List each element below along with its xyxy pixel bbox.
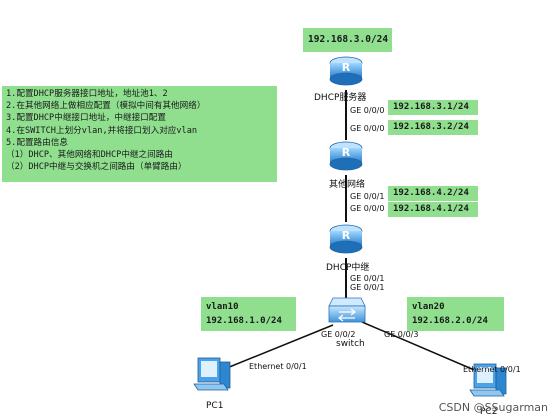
port-label: GE 0/0/0 xyxy=(350,124,384,133)
port-label: GE 0/0/1 xyxy=(350,192,384,201)
note-line: 3.配置DHCP中继接口地址，中继接口配置 xyxy=(6,113,166,124)
note-line: 4.在SWITCH上划分vlan,并将接口划入对应vlan xyxy=(6,125,198,136)
svg-text:R: R xyxy=(342,61,351,74)
config-steps-note: 1.配置DHCP服务器接口地址，地址池1、2 2.在其他网络上做相应配置（模拟中… xyxy=(2,86,277,182)
port-label: GE 0/0/1 xyxy=(350,274,384,283)
node-label-relay: DHCP中继 xyxy=(326,261,369,273)
vlan20-box: vlan20 192.168.2.0/24 xyxy=(407,297,504,331)
port-label: GE 0/0/0 xyxy=(350,204,384,213)
vlan10-name: vlan10 xyxy=(206,302,239,312)
node-label-pc2: PC2 xyxy=(480,407,497,417)
port-label: GE 0/0/2 xyxy=(321,330,355,339)
note-line: 2.在其他网络上做相应配置（模拟中间有其他网络） xyxy=(6,101,206,112)
ip-box-relay: 192.168.4.1/24 xyxy=(388,202,478,217)
watermark: CSDN @SSugarman xyxy=(438,401,548,414)
ip-box-other-up: 192.168.3.2/24 xyxy=(388,120,478,135)
link-switch-pc2 xyxy=(361,321,487,376)
switch-icon[interactable] xyxy=(328,297,366,323)
vlan20-name: vlan20 xyxy=(412,302,445,312)
svg-text:R: R xyxy=(342,229,351,242)
router-icon[interactable]: R xyxy=(329,56,363,86)
ip-box-top: 192.168.3.0/24 xyxy=(303,28,392,52)
port-label: GE 0/0/1 xyxy=(350,283,384,292)
pc1-icon[interactable] xyxy=(193,357,231,391)
note-line: （1）DHCP、其他网络和DHCP中继之间路由 xyxy=(6,150,173,161)
ip-box-server: 192.168.3.1/24 xyxy=(388,100,478,115)
port-label: GE 0/0/0 xyxy=(350,106,384,115)
port-label: Ethernet 0/0/1 xyxy=(463,365,521,374)
pc2-icon[interactable] xyxy=(469,363,507,397)
node-label-other: 其他网络 xyxy=(329,178,365,190)
node-label-switch: switch xyxy=(336,339,365,349)
note-line: （2）DHCP中继与交换机之间路由（单臂路由） xyxy=(6,162,187,173)
note-line: 1.配置DHCP服务器接口地址，地址池1、2 xyxy=(6,89,168,99)
node-label-pc1: PC1 xyxy=(206,401,223,411)
vlan10-box: vlan10 192.168.1.0/24 xyxy=(201,297,296,331)
ip-box-other-down: 192.168.4.2/24 xyxy=(388,186,478,201)
router-icon[interactable]: R xyxy=(329,224,363,254)
vlan10-subnet: 192.168.1.0/24 xyxy=(206,316,282,326)
router-icon[interactable]: R xyxy=(329,141,363,171)
link-switch-pc1 xyxy=(221,324,334,371)
svg-text:R: R xyxy=(342,146,351,159)
vlan20-subnet: 192.168.2.0/24 xyxy=(412,316,488,326)
note-line: 5.配置路由信息 xyxy=(6,137,68,148)
node-label-server: DHCP服务器 xyxy=(314,91,366,103)
port-label: GE 0/0/3 xyxy=(384,330,418,339)
port-label: Ethernet 0/0/1 xyxy=(249,362,307,371)
